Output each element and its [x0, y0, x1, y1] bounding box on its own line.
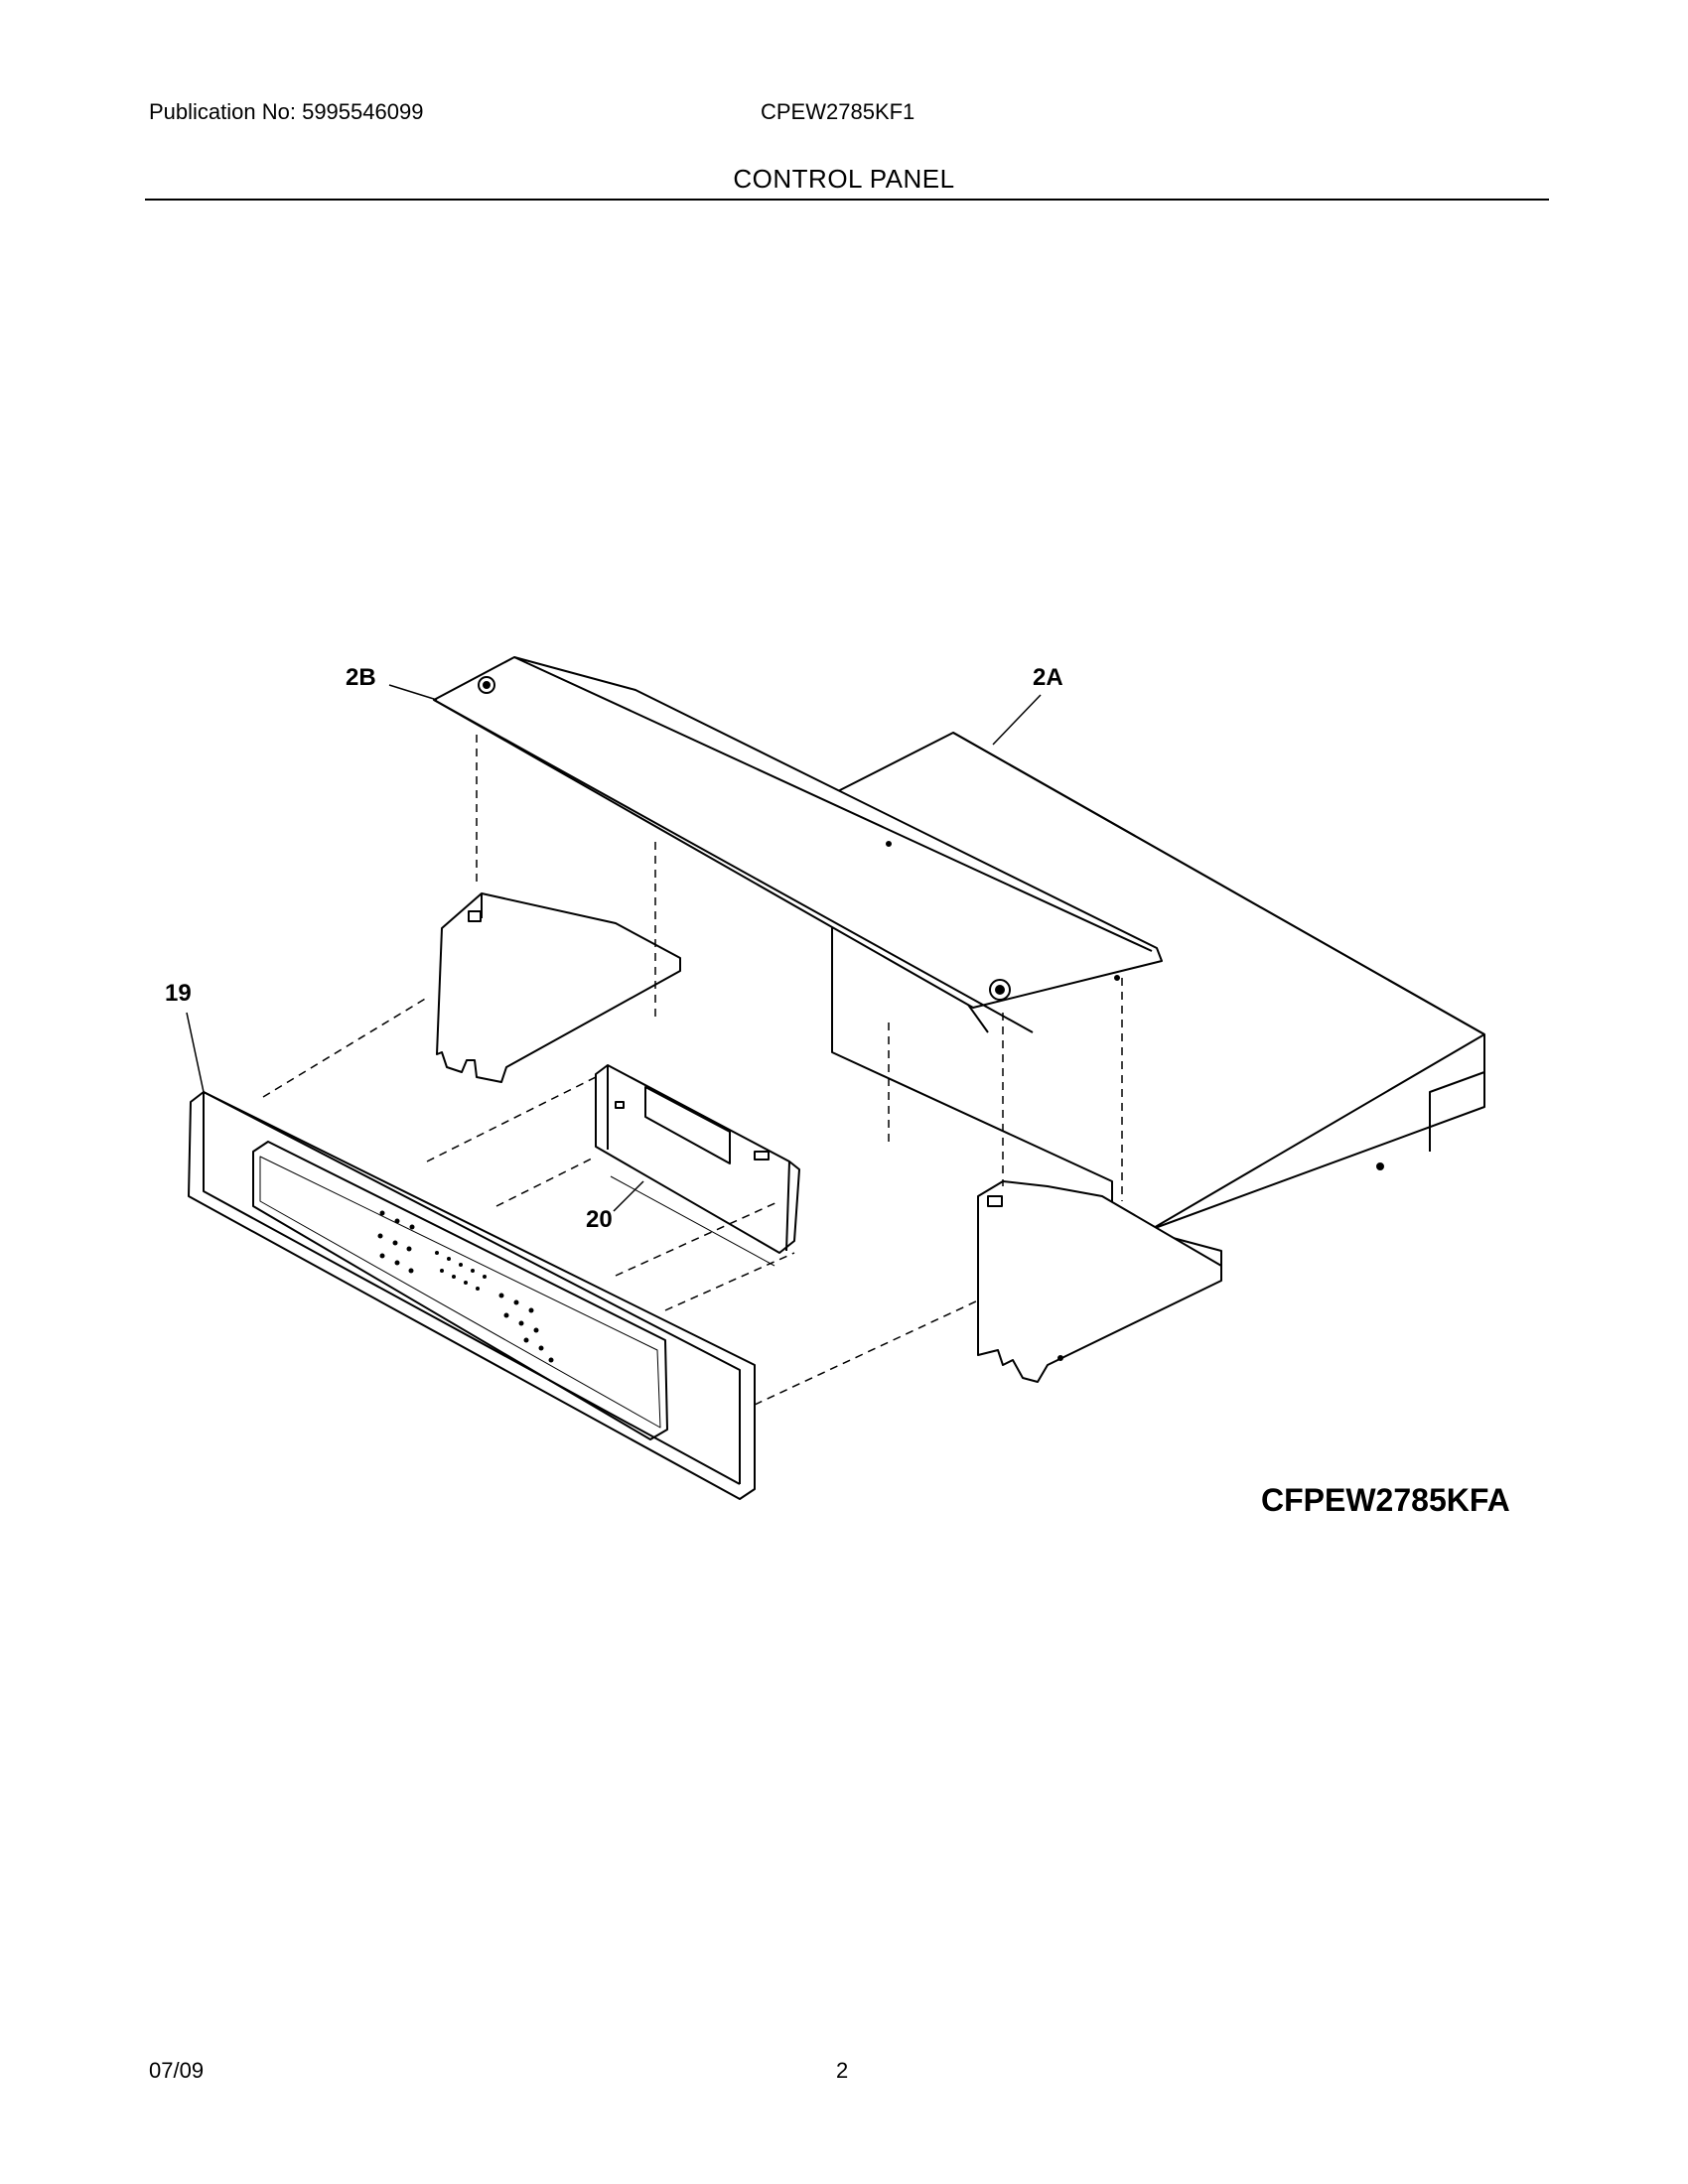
drawing-code: CFPEW2785KFA — [1261, 1482, 1510, 1518]
top-trim-part-2b — [433, 656, 1163, 1033]
control-board-part-20 — [595, 1064, 800, 1267]
right-end-bracket — [977, 1180, 1222, 1383]
callout-20: 20 — [586, 1206, 613, 1233]
callout-2b: 2B — [346, 664, 376, 691]
page-number: 2 — [836, 2058, 849, 2083]
header-rule — [145, 199, 1549, 201]
callout-19: 19 — [165, 980, 192, 1007]
publication-date: 07/09 — [149, 2058, 205, 2083]
rear-housing-part-2a — [831, 732, 1485, 1267]
publication-number: Publication No: 5995546099 — [149, 99, 424, 124]
control-panel-fascia-part-19 — [188, 1091, 756, 1500]
callout-leader-lines — [186, 684, 1042, 1212]
left-end-bracket — [436, 892, 681, 1083]
section-title: CONTROL PANEL — [733, 164, 955, 194]
model-number: CPEW2785KF1 — [761, 99, 915, 124]
assembly-guide-lines — [262, 735, 1123, 1406]
callout-2a: 2A — [1033, 664, 1063, 691]
